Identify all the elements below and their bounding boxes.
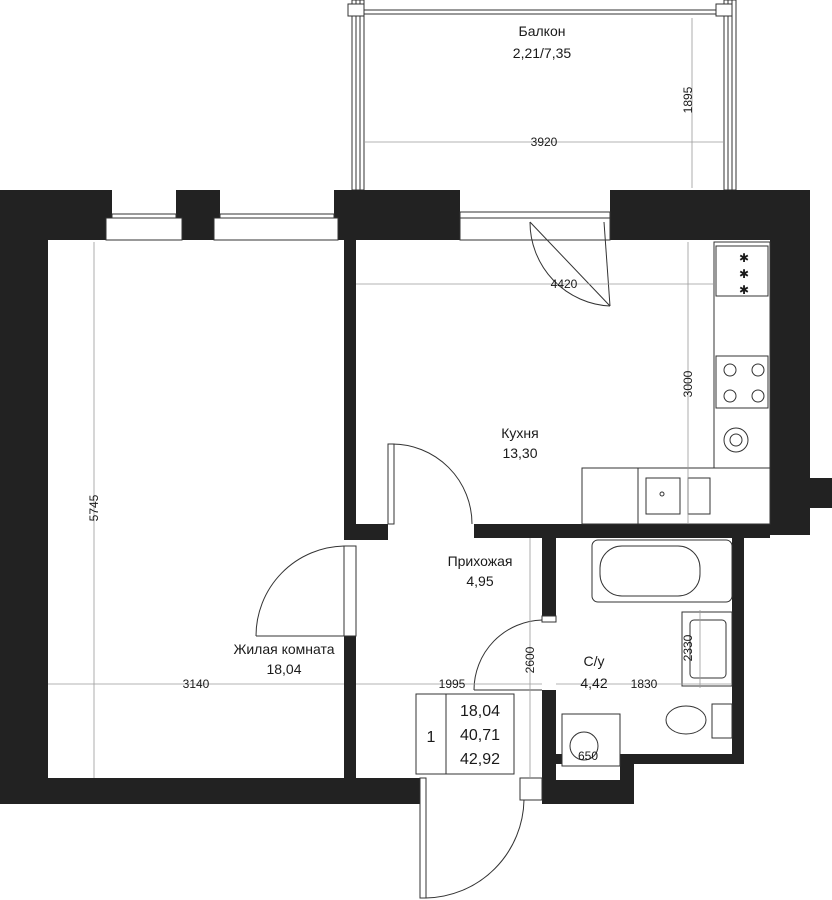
windows	[105, 211, 611, 241]
summary-living-area: 18,04	[460, 703, 500, 720]
dim-hall-depth: 2600	[523, 646, 537, 673]
kitchen-area: 13,30	[502, 445, 537, 461]
living-name: Жилая комната	[233, 641, 334, 657]
cooktop-icon	[715, 355, 769, 409]
svg-text:✱: ✱	[739, 267, 749, 281]
kitchen-name: Кухня	[501, 425, 538, 441]
dim-bath-width: 1830	[631, 677, 658, 691]
dim-balcony-width: 3920	[531, 135, 558, 149]
hallway-area: 4,95	[466, 573, 493, 589]
dim-kitchen-depth: 3000	[681, 370, 695, 397]
living-area: 18,04	[266, 661, 301, 677]
svg-text:✱: ✱	[739, 283, 749, 297]
washing-machine-kitchen-icon	[723, 427, 749, 453]
gas-stove-icon: ✱ ✱ ✱	[715, 245, 769, 297]
dim-kitchen-width: 4420	[551, 277, 578, 291]
hallway-name: Прихожая	[448, 553, 513, 569]
dim-washer: 650	[578, 749, 598, 763]
doors	[255, 221, 611, 899]
summary-total-with-balcony: 42,92	[460, 751, 500, 768]
dim-balcony-depth: 1895	[681, 86, 695, 113]
svg-text:✱: ✱	[739, 251, 749, 265]
dim-living-length: 5745	[87, 494, 101, 521]
balcony-area: 2,21/7,35	[513, 45, 572, 61]
bathroom-area: 4,42	[580, 675, 607, 691]
bathtub-icon	[591, 539, 733, 603]
balcony-name: Балкон	[519, 23, 566, 39]
summary-rooms-count: 1	[427, 729, 436, 746]
dimension-lines	[48, 18, 732, 778]
dim-living-width: 3140	[183, 677, 210, 691]
toilet-icon	[665, 703, 733, 739]
dim-bath-fixture-depth: 2330	[681, 634, 695, 661]
sink-icon	[645, 477, 711, 515]
washer-icon	[561, 713, 621, 767]
summary-total-area: 40,71	[460, 727, 500, 744]
bath-sink-icon	[681, 611, 733, 687]
bathroom-name: С/у	[584, 653, 605, 669]
walls	[0, 190, 832, 804]
area-summary-table	[415, 693, 515, 775]
dim-hall-width: 1995	[439, 677, 466, 691]
